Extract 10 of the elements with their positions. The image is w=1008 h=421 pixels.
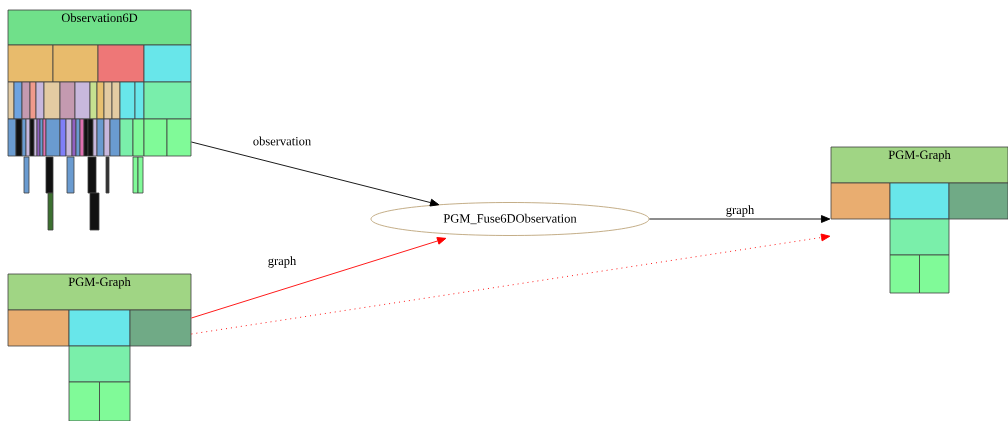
node-title: PGM-Graph [68,277,131,289]
arrow [190,141,440,207]
node-title: PGM-Graph [888,150,951,162]
edge-label: graph [266,255,298,269]
edge-label: observation [251,135,313,147]
node-title: Observation6D [61,13,138,22]
arrow [190,237,447,319]
arrow [190,233,831,335]
arrow [648,215,831,223]
edge-label: graph [724,204,756,218]
